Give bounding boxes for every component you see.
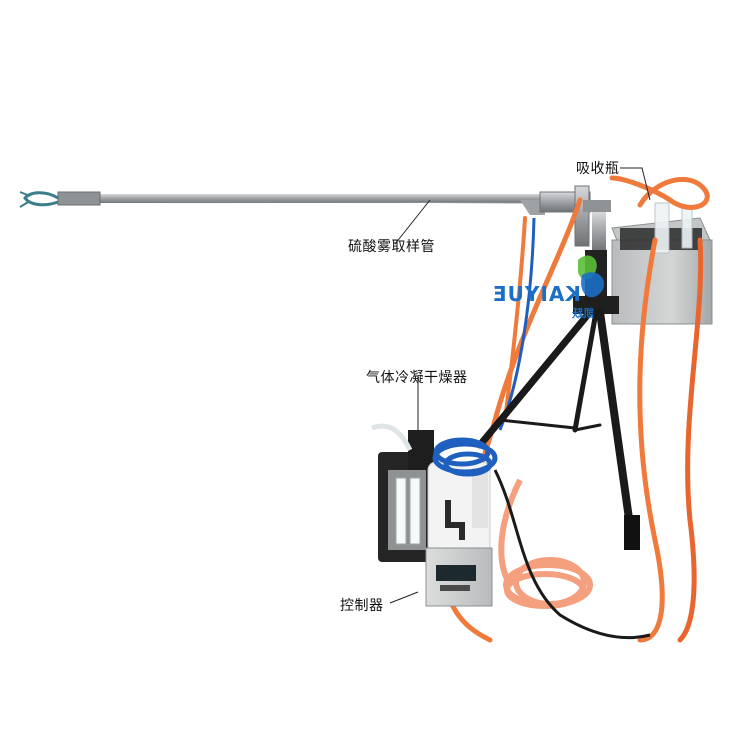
gas-dryer-label: 气体冷凝干燥器 — [366, 370, 468, 386]
logo-mark — [578, 255, 605, 298]
salmon-coil — [498, 478, 593, 609]
absorption-bottle-label: 吸收瓶 — [576, 161, 620, 177]
callout-lines — [389, 167, 651, 604]
controller — [425, 547, 493, 607]
black-cable — [493, 469, 651, 640]
absorption-box — [611, 202, 713, 325]
sampling-tube-label: 硫酸雾取样管 — [348, 239, 435, 255]
pump-unit — [427, 461, 491, 563]
controller-label: 控制器 — [340, 598, 384, 614]
logo-brand: KAIYUE — [492, 282, 581, 306]
blue-coil — [432, 437, 498, 477]
logo-sub: 凯跃 — [572, 307, 594, 320]
gas-dryer — [371, 423, 438, 562]
